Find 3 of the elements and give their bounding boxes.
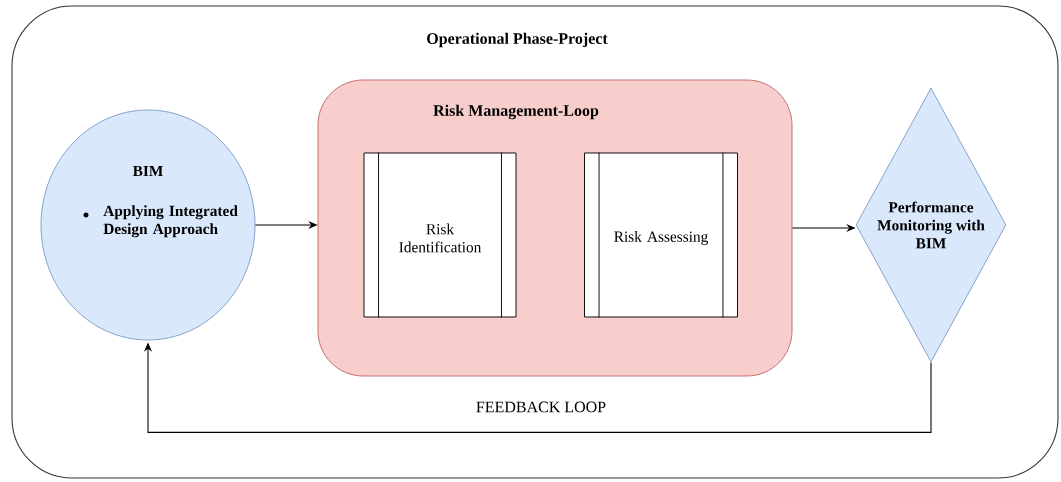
process-box: Risk Assessing — [584, 152, 738, 318]
edge-label: FEEDBACK LOOP — [473, 398, 609, 416]
process-box: Risk Identification — [363, 152, 517, 318]
